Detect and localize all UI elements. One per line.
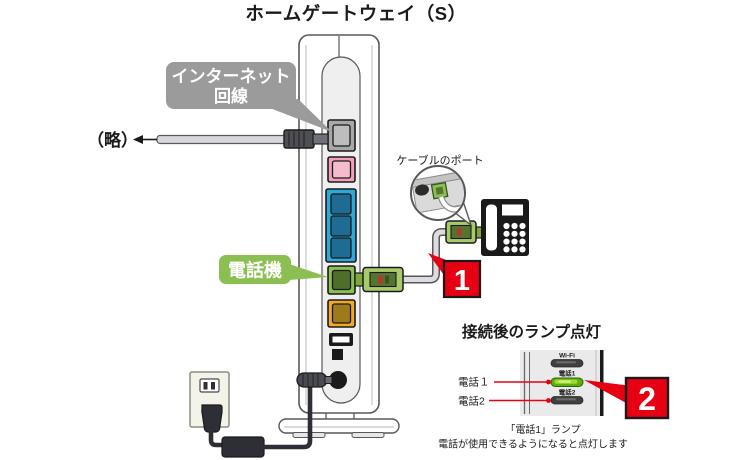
pointer-line-phone1: [494, 379, 551, 385]
phone1-lamp-label: 電話1: [559, 369, 576, 378]
internet-line-callout: インターネット 回線: [166, 62, 332, 132]
power-connection: [189, 371, 333, 458]
internet-cable: （略）: [87, 129, 329, 150]
telephone-icon: [481, 199, 529, 256]
lamp-caption-line1: 「電話1」ランプ: [505, 423, 580, 436]
pointer-line-phone2: [489, 398, 551, 403]
power-cable-2: [263, 384, 313, 450]
lamp-section-heading: 接続後のランプ点灯: [462, 322, 602, 341]
phone1-lamp-on: [550, 377, 584, 387]
step2-number: 2: [638, 381, 656, 417]
lamp-caption-line2: 電話が使用できるようになると点灯します: [438, 438, 628, 451]
outlet-slot-right: [211, 382, 215, 390]
internet-line-label-1: インターネット: [172, 67, 291, 86]
outlet-slot-left: [203, 382, 208, 390]
telephone-cable: [354, 220, 484, 293]
pointer-label-phone1: 電話１: [458, 376, 490, 389]
cable-port-magnifier: ケーブルのポート: [396, 153, 484, 227]
phone2-lamp: [550, 396, 584, 405]
step1-number: 1: [454, 265, 470, 297]
magnified-phone-underside: [412, 171, 464, 214]
lamp-panel: Wi-Fi 電話1 電話2: [520, 350, 604, 416]
usb-slot-opening: [332, 336, 350, 343]
phone-device-label: 電話機: [228, 260, 282, 281]
internet-line-label-2: 回線: [214, 86, 248, 106]
ac-adapter: [221, 436, 265, 458]
pink-port: [327, 156, 356, 183]
modular-connector-router-end: [354, 266, 404, 293]
page-title: ホームゲートウェイ（S）: [245, 3, 466, 24]
telephone-display: [502, 204, 523, 216]
rj45-connector: [283, 129, 329, 149]
wifi-lamp: [550, 359, 584, 368]
telephone-handset: [486, 204, 497, 251]
pointer-label-phone2: 電話2: [458, 395, 485, 408]
power-plug: [201, 404, 223, 433]
phone-device-callout: 電話機: [219, 255, 328, 284]
phone2-lamp-label: 電話2: [559, 388, 576, 397]
telephone-keypad: [503, 222, 526, 253]
omitted-label: （略）: [87, 130, 138, 150]
power-cable-1: [208, 430, 226, 448]
step1-badge: 1: [428, 253, 482, 299]
outlet-socket: [199, 378, 220, 393]
lan-ports: [325, 188, 357, 263]
phone-port: [327, 265, 356, 295]
reset-button: [332, 349, 343, 360]
modular-connector-phone-end: [445, 220, 484, 244]
wifi-lamp-label: Wi-Fi: [559, 353, 575, 360]
home-gateway-device: [278, 34, 400, 438]
internet-port: [327, 119, 356, 152]
dc-barrel-plug: [296, 372, 333, 388]
lamp-status-section: 接続後のランプ点灯 Wi-Fi 電話1 電話2: [438, 322, 670, 451]
cable-port-label: ケーブルのポート: [396, 153, 483, 167]
power-jack: [329, 371, 347, 389]
option-port: [327, 299, 356, 328]
step2-badge: 2: [584, 376, 670, 420]
left-arrow-icon: [133, 135, 157, 144]
